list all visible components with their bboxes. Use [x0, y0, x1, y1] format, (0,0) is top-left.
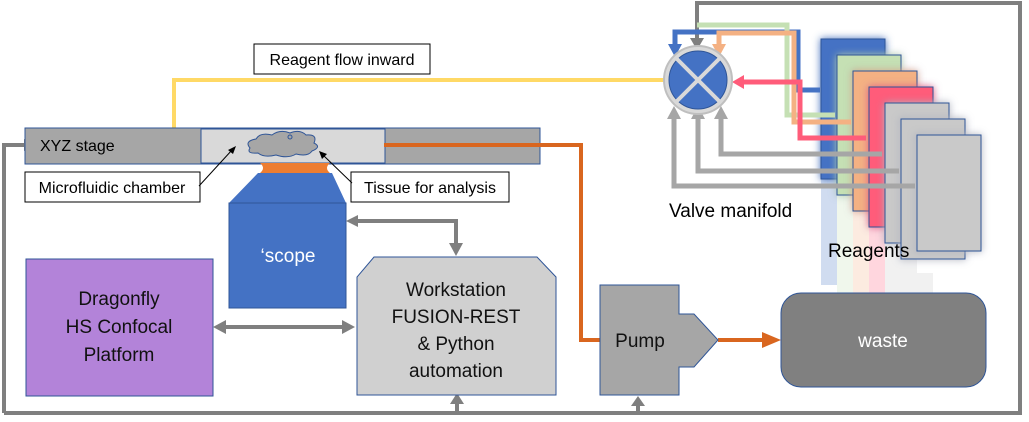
valve-control-arrow: [690, 38, 704, 50]
tissue-label: Tissue for analysis: [364, 180, 496, 197]
microscope[interactable]: ‘scope: [228, 163, 347, 309]
dragonfly-line-1: Dragonfly: [78, 289, 160, 310]
xyz-stage-label: XYZ stage: [40, 138, 115, 155]
workstation-line-2: FUSION-REST: [392, 307, 521, 328]
waste-flow-line: [384, 143, 781, 348]
waste-container[interactable]: waste: [780, 292, 987, 388]
pink-inflow-arrow: [732, 75, 744, 89]
reagents-label: Reagents: [828, 241, 909, 262]
workstation-line-1: Workstation: [406, 280, 506, 301]
workstation-line-4: automation: [409, 361, 503, 382]
reagent-7-card[interactable]: [916, 134, 982, 252]
dragonfly-platform[interactable]: Dragonfly HS Confocal Platform: [25, 258, 214, 397]
chamber-label: Microfluidic chamber: [39, 180, 186, 197]
reagent-connectors: [667, 22, 915, 189]
workstation-line-3: & Python: [417, 334, 494, 355]
reagent-fade: [837, 171, 853, 301]
dragonfly-line-3: Platform: [84, 345, 155, 366]
valve-manifold-label: Valve manifold: [669, 201, 792, 222]
valve-manifold[interactable]: [663, 45, 733, 115]
tissue-callout: Tissue for analysis: [319, 151, 510, 203]
pump-input-arrow: [631, 396, 645, 406]
scope-label: ‘scope: [261, 246, 316, 267]
pump-label: Pump: [615, 331, 665, 352]
objective-lens: [260, 163, 330, 173]
workstation-input-arrow: [450, 393, 464, 404]
control-loop-line: [2, 1, 1022, 415]
chamber-callout: Microfluidic chamber: [24, 146, 236, 203]
reagent-flow-text: Reagent flow inward: [270, 52, 415, 69]
dragonfly-workstation-link: [213, 320, 355, 334]
reagent-fade: [853, 187, 869, 317]
tissue-sample: [247, 130, 318, 158]
pump[interactable]: Pump: [599, 284, 719, 396]
scope-workstation-link: [346, 215, 463, 256]
waste-flow-arrow: [762, 332, 781, 348]
reagent-flow-label: Reagent flow inward: [253, 43, 431, 75]
waste-label: waste: [857, 331, 908, 352]
dragonfly-line-2: HS Confocal: [66, 317, 173, 338]
workstation[interactable]: Workstation FUSION-REST & Python automat…: [356, 256, 557, 396]
